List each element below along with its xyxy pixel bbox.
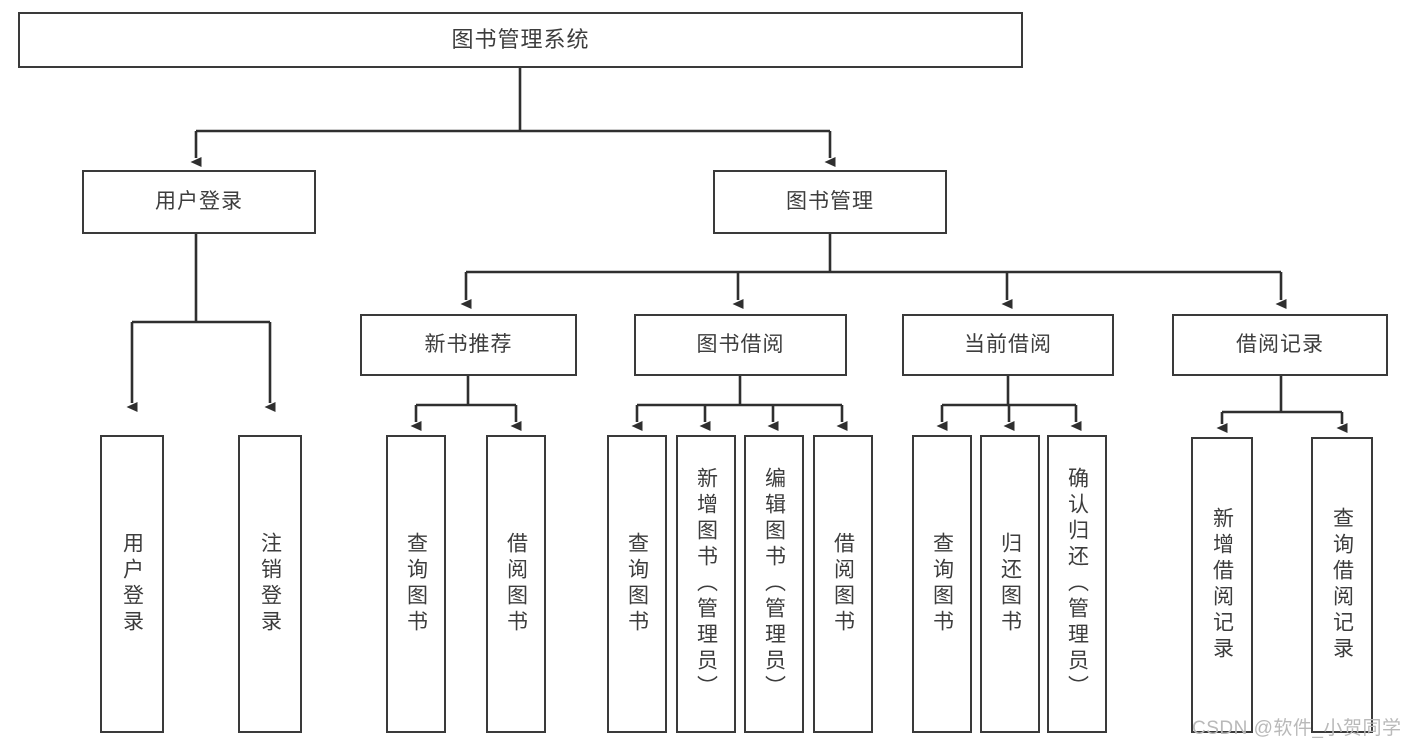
- leaf-current-confirm-return-admin[interactable]: 确认归还（管理员）: [1047, 435, 1107, 733]
- node-label: 图书借阅: [696, 332, 785, 356]
- node-label: 编辑图书（管理员）: [762, 467, 786, 701]
- leaf-borrow-query-book[interactable]: 查询图书: [607, 435, 667, 733]
- leaf-borrow-borrow-book[interactable]: 借阅图书: [813, 435, 873, 733]
- csdn-watermark: CSDN @软件_小贺同学: [1192, 718, 1402, 739]
- leaf-user-login-logout[interactable]: 注销登录: [238, 435, 302, 733]
- node-label: 新增图书（管理员）: [694, 467, 718, 701]
- node-label: 图书管理: [786, 189, 874, 213]
- node-label: 新书推荐: [424, 332, 513, 356]
- node-label: 查询图书: [930, 532, 954, 636]
- node-label: 查询图书: [625, 532, 649, 636]
- node-label: 新增借阅记录: [1210, 507, 1234, 663]
- leaf-recommend-borrow-book[interactable]: 借阅图书: [486, 435, 546, 733]
- leaf-current-return-book[interactable]: 归还图书: [980, 435, 1040, 733]
- node-label: 当前借阅: [964, 332, 1052, 356]
- node-new-book-recommend[interactable]: 新书推荐: [360, 314, 577, 376]
- node-book-borrow[interactable]: 图书借阅: [634, 314, 847, 376]
- node-label: 归还图书: [998, 532, 1022, 636]
- node-label: 借阅记录: [1236, 332, 1324, 356]
- leaf-user-login-login[interactable]: 用户登录: [100, 435, 164, 733]
- node-label: 确认归还（管理员）: [1065, 467, 1089, 701]
- node-root-system[interactable]: 图书管理系统: [18, 12, 1023, 68]
- node-label: 用户登录: [120, 532, 144, 636]
- node-book-management[interactable]: 图书管理: [713, 170, 947, 234]
- node-label: 借阅图书: [831, 532, 855, 636]
- node-current-borrow[interactable]: 当前借阅: [902, 314, 1114, 376]
- node-label: 图书管理系统: [451, 27, 590, 53]
- leaf-borrow-edit-book-admin[interactable]: 编辑图书（管理员）: [744, 435, 804, 733]
- node-borrow-record[interactable]: 借阅记录: [1172, 314, 1388, 376]
- node-label: 用户登录: [155, 189, 243, 213]
- leaf-current-query-book[interactable]: 查询图书: [912, 435, 972, 733]
- node-label: 注销登录: [258, 532, 282, 636]
- leaf-record-query-record[interactable]: 查询借阅记录: [1311, 437, 1373, 733]
- node-label: 查询借阅记录: [1330, 507, 1354, 663]
- node-user-login[interactable]: 用户登录: [82, 170, 316, 234]
- node-label: 借阅图书: [504, 532, 528, 636]
- node-label: 查询图书: [404, 532, 428, 636]
- leaf-recommend-query-book[interactable]: 查询图书: [386, 435, 446, 733]
- leaf-record-add-record[interactable]: 新增借阅记录: [1191, 437, 1253, 733]
- leaf-borrow-add-book-admin[interactable]: 新增图书（管理员）: [676, 435, 736, 733]
